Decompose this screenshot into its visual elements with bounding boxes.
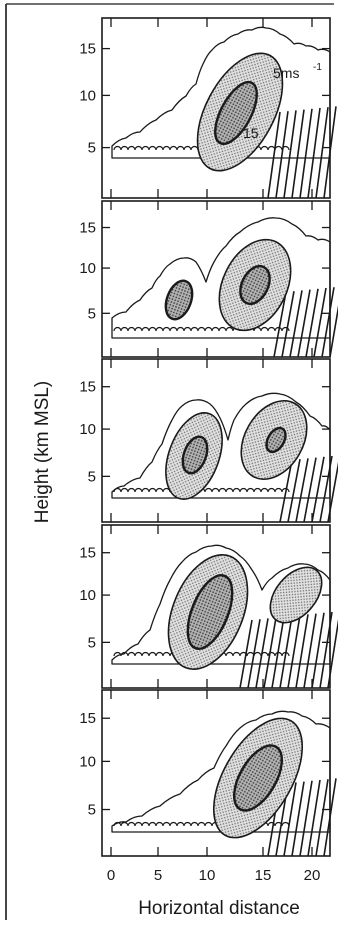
hatch-line xyxy=(291,109,305,199)
updraft-contour-5 xyxy=(269,566,323,624)
hatch-line xyxy=(273,291,287,358)
updraft-contour-15 xyxy=(214,80,258,146)
panel-frame xyxy=(101,358,331,523)
y-tick-label: 5 xyxy=(88,634,96,651)
x-tick-label: 20 xyxy=(304,867,321,884)
hatch-line xyxy=(303,457,317,523)
hatch-line xyxy=(313,287,327,358)
y-tick-label: 15 xyxy=(79,41,96,58)
hatch-line xyxy=(255,618,269,689)
y-tick-label: 5 xyxy=(88,468,96,485)
hatch-line xyxy=(307,779,321,857)
hatch-line xyxy=(297,289,311,358)
hatch-line xyxy=(283,110,297,199)
hatch-line xyxy=(295,458,309,523)
updraft-contour-15 xyxy=(265,426,287,454)
y-tick-label: 15 xyxy=(79,710,96,727)
x-tick-label: 0 xyxy=(107,867,115,884)
x-tick-label: 5 xyxy=(154,867,162,884)
hatch-line xyxy=(275,111,289,199)
y-tick-label: 10 xyxy=(79,753,96,770)
y-tick-label: 10 xyxy=(79,587,96,604)
y-tick-label: 10 xyxy=(79,421,96,438)
updraft-contour-15 xyxy=(164,279,194,321)
hatch-line xyxy=(311,456,325,523)
tick-marks xyxy=(102,359,330,522)
panel-frame xyxy=(101,17,331,199)
hatch-line xyxy=(291,781,305,857)
hatch-line xyxy=(283,782,297,857)
tick-marks xyxy=(102,201,330,357)
y-tick-label: 5 xyxy=(88,140,96,157)
panel-1: 15 10 5 xyxy=(79,17,337,199)
y-tick-label: 15 xyxy=(79,379,96,396)
hatch-line xyxy=(287,459,301,523)
cloud-base xyxy=(113,326,290,332)
hatch-line xyxy=(299,108,313,199)
tick-marks xyxy=(102,525,330,688)
contour-label-unit-exponent: -1 xyxy=(313,62,322,73)
x-tick-labels: 0 5 10 15 20 xyxy=(107,867,321,884)
hatch-line xyxy=(299,780,313,857)
hatch-line xyxy=(267,111,281,199)
contour-label-15: 15 xyxy=(243,125,259,141)
precipitation-hatch xyxy=(273,287,338,358)
panel-frame xyxy=(101,200,331,358)
panel-frame xyxy=(101,689,331,857)
updraft-contour-15 xyxy=(181,435,209,475)
y-axis-label: Height (km MSL) xyxy=(32,381,53,524)
hatch-line xyxy=(305,288,319,358)
x-tick-label: 15 xyxy=(255,867,272,884)
y-tick-label: 5 xyxy=(88,305,96,322)
hatch-line xyxy=(281,291,295,358)
panel-5: 15 10 5 xyxy=(79,689,337,857)
hatch-line xyxy=(239,619,253,689)
panel-4: 15 10 5 xyxy=(79,524,338,689)
updraft-contour-15 xyxy=(239,264,271,306)
y-tick-label: 10 xyxy=(79,87,96,104)
y-tick-label: 10 xyxy=(79,260,96,277)
tick-marks xyxy=(102,18,330,198)
x-axis-label: Horizontal distance xyxy=(138,898,300,919)
hatch-line xyxy=(287,615,301,689)
hatch-line xyxy=(263,617,277,689)
hatch-line xyxy=(279,459,293,523)
hatch-line xyxy=(247,619,261,689)
hatch-line xyxy=(329,305,338,358)
updraft-contour-15 xyxy=(186,574,234,650)
hatch-line xyxy=(295,614,309,689)
hatch-line xyxy=(279,615,293,689)
hatch-line xyxy=(289,290,303,358)
y-tick-label: 15 xyxy=(79,220,96,237)
tick-marks xyxy=(102,690,330,856)
panel-3: 15 10 5 xyxy=(79,358,338,523)
panel-2: 15 10 5 xyxy=(79,200,338,358)
hatch-line xyxy=(315,779,329,857)
hatch-line xyxy=(311,612,325,689)
updraft-contour-15 xyxy=(232,744,284,812)
hatch-line xyxy=(307,107,321,199)
hatch-line xyxy=(271,616,285,689)
hatch-line xyxy=(303,613,317,689)
hatch-line xyxy=(321,287,335,358)
hatch-line xyxy=(315,107,329,199)
panel-frame xyxy=(101,524,331,689)
panels: 15 10 5 15 10 5 15 10 5 15 10 5 15 10 5 xyxy=(79,17,338,857)
x-tick-label: 10 xyxy=(199,867,216,884)
contour-label-5: 5ms xyxy=(273,65,299,81)
y-tick-label: 15 xyxy=(79,545,96,562)
y-tick-label: 5 xyxy=(88,802,96,819)
